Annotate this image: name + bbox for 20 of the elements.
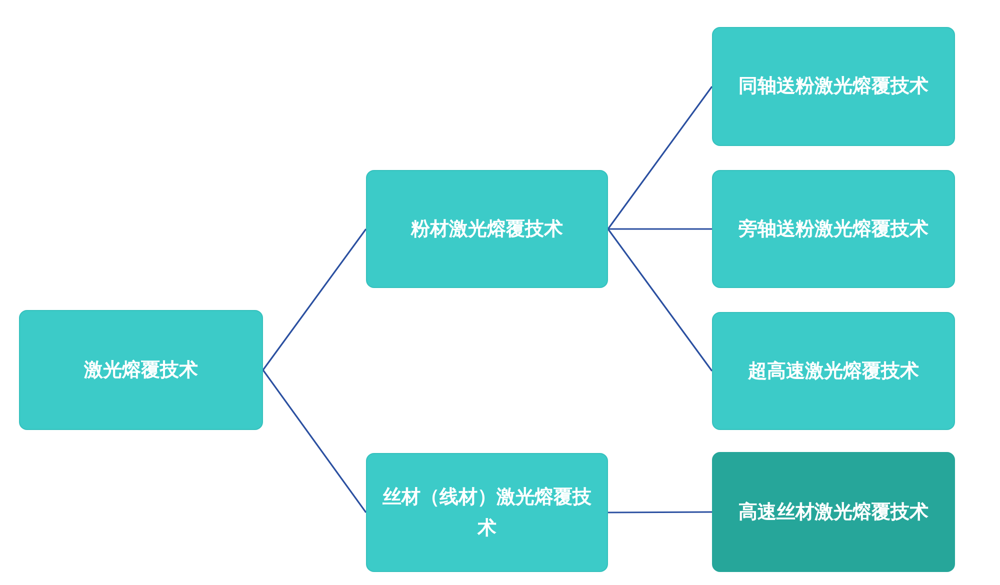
connector-line (262, 228, 367, 370)
process-box (712, 312, 955, 430)
node-label: 粉材激光熔覆技术 (411, 216, 563, 242)
process-box (366, 453, 608, 572)
connector-line (608, 228, 712, 230)
process-box (712, 452, 955, 572)
node-label: 旁轴送粉激光熔覆技术 (738, 216, 928, 242)
connector-line (607, 86, 713, 230)
node-label: 超高速激光熔覆技术 (748, 358, 919, 384)
process-box (712, 27, 955, 146)
node-label: 激光熔覆技术 (84, 358, 198, 383)
process-box (366, 170, 608, 288)
connector-line (262, 370, 367, 513)
connector-line (608, 511, 712, 514)
process-box (19, 310, 263, 430)
node-label: 丝材（线材）激光熔覆技术 (382, 485, 592, 540)
node-label: 高速丝材激光熔覆技术 (738, 500, 928, 525)
process-box (712, 170, 955, 288)
connector-line (607, 228, 713, 372)
node-label: 同轴送粉激光熔覆技术 (738, 74, 928, 100)
